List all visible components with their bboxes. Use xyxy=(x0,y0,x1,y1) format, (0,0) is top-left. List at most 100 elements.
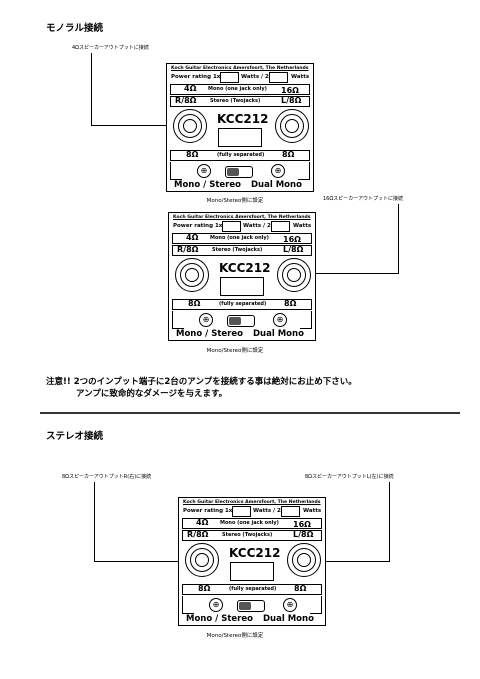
ohm-4-label: 4Ω xyxy=(186,233,199,242)
panel-watts-2x: Watts / 2x xyxy=(241,74,273,80)
left-jack xyxy=(277,258,311,292)
panel-watts: Watts xyxy=(303,508,322,514)
stereo-heading: ステレオ接続 xyxy=(46,431,104,442)
right-jack xyxy=(175,258,209,292)
stereo-desc: Stereo (Twojacks) xyxy=(210,98,261,104)
panel-maker: Koch Guitar Electronics Amersfoort, The … xyxy=(173,215,311,220)
left-jack-ring xyxy=(280,114,304,138)
mode-switch[interactable] xyxy=(237,600,265,612)
r8-label: R/8Ω xyxy=(175,96,197,105)
separated-desc: (fully separated) xyxy=(229,586,277,592)
mode-switch[interactable] xyxy=(225,166,253,178)
callout-stereo-left: 8ΩスピーカーアウトプットL(左)に接続 xyxy=(305,474,394,480)
r8-label: R/8Ω xyxy=(187,530,209,539)
left-jack-ring xyxy=(292,548,316,572)
watts-box-1x xyxy=(220,72,239,83)
right-jack-hole xyxy=(185,268,199,282)
mono-stereo-label: Mono / Stereo xyxy=(174,180,241,190)
caption-panel-1: Mono/Stereo側に設定 xyxy=(206,198,264,204)
panel-watts: Watts xyxy=(293,223,312,229)
right-jack-hole xyxy=(195,553,209,567)
leader-line xyxy=(91,125,179,126)
stereo-row-frame xyxy=(182,530,322,541)
right-jack-ring xyxy=(180,263,204,287)
separated-desc: (fully separated) xyxy=(219,301,267,307)
watts-box-1x xyxy=(232,506,251,517)
section-divider xyxy=(40,412,460,414)
bottom-row-frame xyxy=(182,584,322,595)
ohm-16-label: 16Ω xyxy=(281,86,299,95)
ohm-8-right: 8Ω xyxy=(284,299,297,308)
warning-line-1: 注意!! 2つのインプット端子に2台のアンプを接続する事は絶対にお止め下さい。 xyxy=(46,377,357,387)
mode-switch[interactable] xyxy=(227,315,255,327)
right-jack xyxy=(185,543,219,577)
mono-stereo-label: Mono / Stereo xyxy=(176,329,243,339)
bottom-row-frame xyxy=(172,299,312,310)
mono-heading: モノラル接続 xyxy=(46,23,104,34)
watts-box-2x xyxy=(271,221,290,232)
panel-power-rating: Power rating 1x xyxy=(171,74,221,80)
right-jack-hole xyxy=(183,119,197,133)
ohm-16-label: 16Ω xyxy=(283,235,301,244)
model-label: KCC212 xyxy=(229,546,281,560)
r8-label: R/8Ω xyxy=(177,245,199,254)
stereo-row-frame xyxy=(172,245,312,256)
mono-row-frame xyxy=(170,84,310,95)
ohm-8-left: 8Ω xyxy=(186,150,199,159)
leader-line xyxy=(94,561,184,562)
panel-maker: Koch Guitar Electronics Amersfoort, The … xyxy=(171,66,309,71)
dual-mono-label: Dual Mono xyxy=(263,614,314,624)
mono-desc: Mono (one jack only) xyxy=(210,235,269,241)
l8-label: L/8Ω xyxy=(293,530,314,539)
label-area xyxy=(218,128,262,147)
left-jack xyxy=(287,543,321,577)
panel-power-rating: Power rating 1x xyxy=(173,223,223,229)
ohm-8-left: 8Ω xyxy=(198,584,211,593)
right-jack-ring xyxy=(178,114,202,138)
dual-mono-label: Dual Mono xyxy=(251,180,302,190)
right-jack-ring xyxy=(190,548,214,572)
callout-stereo-right: 8ΩスピーカーアウトプットR(右)に接続 xyxy=(62,474,152,480)
screw-icon: ⊕ xyxy=(283,598,297,612)
leader-line xyxy=(91,53,92,126)
leader-line xyxy=(398,204,399,274)
bracket-left xyxy=(170,162,182,180)
switch-knob xyxy=(239,602,252,610)
panel-watts: Watts xyxy=(291,74,310,80)
right-jack xyxy=(173,109,207,143)
ohm-4-label: 4Ω xyxy=(196,518,209,527)
panel-watts-2x: Watts / 2x xyxy=(253,508,285,514)
left-jack-hole xyxy=(285,119,299,133)
left-jack-ring xyxy=(282,263,306,287)
panel-watts-2x: Watts / 2x xyxy=(243,223,275,229)
screw-icon: ⊕ xyxy=(271,164,285,178)
mono-row-frame xyxy=(172,233,312,244)
separated-desc: (fully separated) xyxy=(217,152,265,158)
watts-box-2x xyxy=(281,506,300,517)
kcc212-panel-3: Koch Guitar Electronics Amersfoort, The … xyxy=(178,497,326,626)
screw-icon: ⊕ xyxy=(197,164,211,178)
l8-label: L/8Ω xyxy=(283,245,304,254)
bottom-row-frame xyxy=(170,150,310,161)
stereo-row-frame xyxy=(170,96,310,107)
bracket-right xyxy=(298,162,310,180)
label-area xyxy=(230,562,274,581)
bracket-left xyxy=(182,596,194,614)
screw-icon: ⊕ xyxy=(273,313,287,327)
model-label: KCC212 xyxy=(219,261,271,275)
mono-row-frame xyxy=(182,518,322,529)
stereo-desc: Stereo (Twojacks) xyxy=(222,532,273,538)
watts-box-1x xyxy=(222,221,241,232)
leader-line xyxy=(389,482,390,562)
callout-mono-16ohm: 16Ωスピーカーアウトプットに接続 xyxy=(323,196,403,202)
bracket-left xyxy=(172,311,184,329)
dual-mono-label: Dual Mono xyxy=(253,329,304,339)
panel-power-rating: Power rating 1x xyxy=(183,508,233,514)
switch-knob xyxy=(229,317,242,325)
leader-line xyxy=(305,273,399,274)
mono-desc: Mono (one jack only) xyxy=(208,86,267,92)
stereo-desc: Stereo (Twojacks) xyxy=(212,247,263,253)
bracket-right xyxy=(310,596,322,614)
screw-icon: ⊕ xyxy=(209,598,223,612)
switch-knob xyxy=(227,168,240,176)
